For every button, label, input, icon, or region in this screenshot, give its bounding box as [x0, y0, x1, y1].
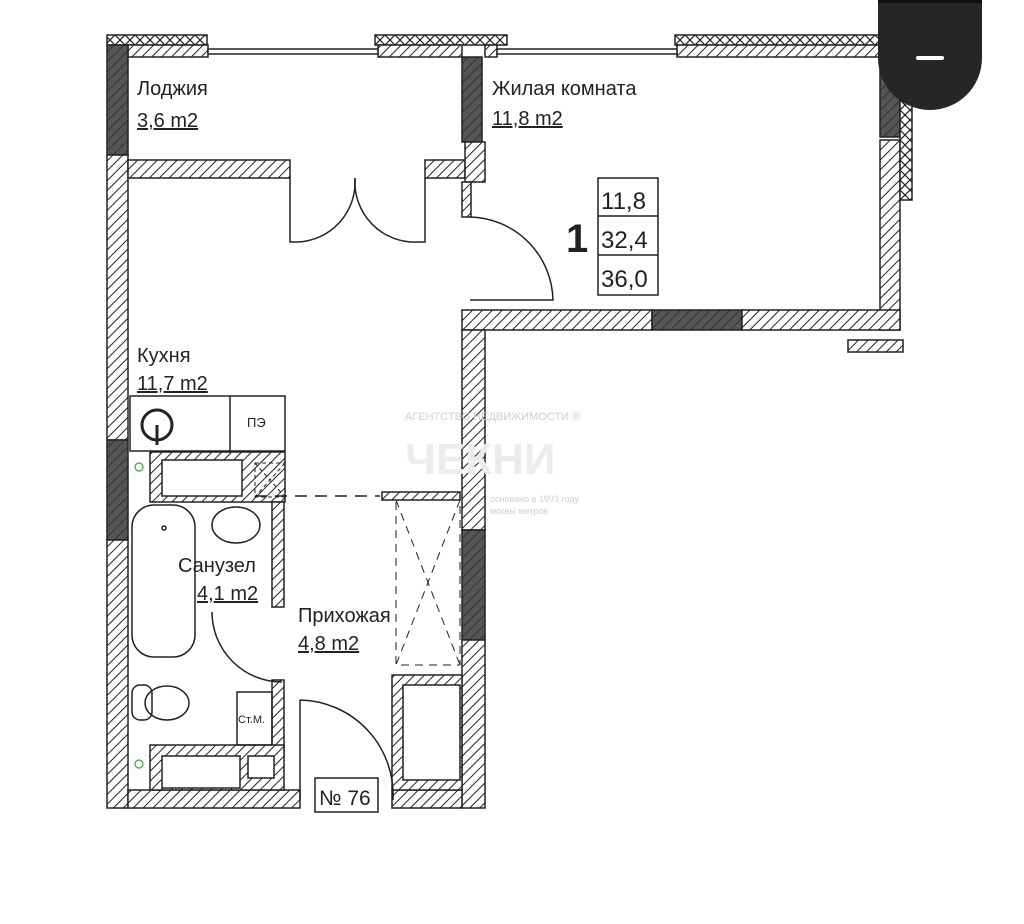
- rooms-count: 1: [566, 217, 588, 261]
- apartment-number: № 76: [319, 787, 371, 810]
- summary-total-area: 32,4: [601, 227, 648, 254]
- minus-icon: [916, 56, 944, 60]
- fixtures: [129, 177, 659, 813]
- watermark-line1: основано в 1993 году: [490, 494, 580, 504]
- room-area-loggia: 3,6 m2: [137, 110, 198, 132]
- labels: Лоджия 3,6 m2 Жилая комната 11,8 m2 Кухн…: [137, 78, 648, 810]
- room-name-kitchen: Кухня: [137, 345, 191, 367]
- room-area-living: 11,8 m2: [492, 108, 563, 130]
- watermark-top: АГЕНТСТВО НЕДВИЖИМОСТИ ®: [405, 411, 580, 423]
- summary-area-with-loggia: 36,0: [601, 266, 648, 293]
- room-area-hallway: 4,8 m2: [298, 633, 359, 655]
- summary-living-area: 11,8: [601, 188, 646, 215]
- collapse-button[interactable]: [878, 0, 982, 110]
- room-name-living: Жилая комната: [492, 78, 637, 100]
- washer-label: Ст.М.: [238, 714, 265, 726]
- room-name-hallway: Прихожая: [298, 605, 391, 627]
- watermark-line2: могвы метров: [490, 506, 548, 516]
- walls: [106, 34, 913, 809]
- stove-label: ПЭ: [247, 415, 266, 430]
- room-name-loggia: Лоджия: [137, 78, 208, 100]
- room-area-kitchen: 11,7 m2: [137, 373, 208, 395]
- room-area-bathroom: 4,1 m2: [197, 583, 258, 605]
- room-name-bathroom: Санузел: [178, 555, 256, 577]
- watermark-logo: ЧЕКНИ: [405, 435, 556, 484]
- watermark: АГЕНТСТВО НЕДВИЖИМОСТИ ® ЧЕКНИ основано …: [405, 411, 580, 516]
- divider: [878, 0, 982, 3]
